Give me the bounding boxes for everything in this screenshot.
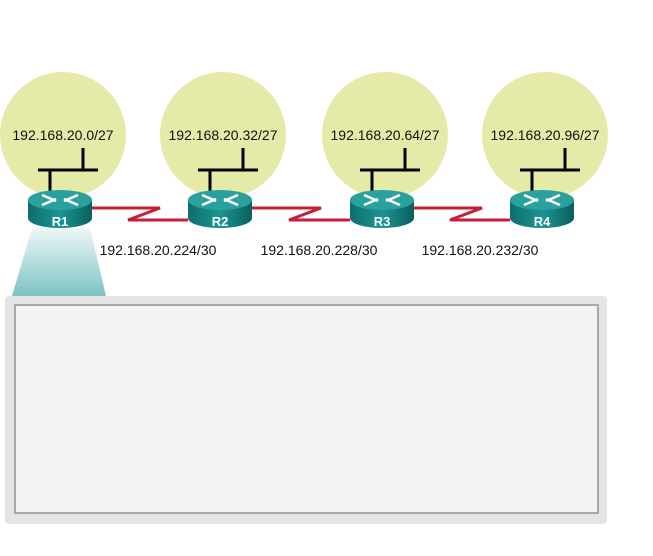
lan-cloud <box>482 72 608 198</box>
router-top <box>510 190 574 210</box>
serial-link-1: 192.168.20.224/30 <box>92 206 217 258</box>
router-r1[interactable]: R1 <box>28 190 92 229</box>
router-label: R1 <box>52 214 69 229</box>
router-top <box>28 190 92 210</box>
router-arrows-icon <box>363 193 401 207</box>
link-subnet-label: 192.168.20.224/30 <box>100 242 217 258</box>
lan-r1: 192.168.20.0/27 <box>0 72 126 198</box>
router-r2[interactable]: R2 <box>188 190 252 229</box>
router-arrows-icon <box>41 193 79 207</box>
lan-switch-bus <box>360 148 420 194</box>
link-subnet-label: 192.168.20.228/30 <box>261 242 378 258</box>
serial-link-2: 192.168.20.228/30 <box>252 206 378 258</box>
lan-cloud <box>160 72 286 198</box>
lan-label: 192.168.20.0/27 <box>12 127 113 143</box>
serial-link-line <box>414 206 510 222</box>
output-panel <box>14 304 599 514</box>
lan-r2: 192.168.20.32/27 <box>160 72 286 198</box>
selection-beam <box>12 228 106 296</box>
lan-cloud <box>0 72 126 198</box>
lan-switch-bus <box>38 148 98 194</box>
router-arrows-icon <box>201 193 239 207</box>
serial-link-3: 192.168.20.232/30 <box>414 206 539 258</box>
lan-r3: 192.168.20.64/27 <box>322 72 448 198</box>
lan-r4: 192.168.20.96/27 <box>482 72 608 198</box>
router-top <box>188 190 252 210</box>
router-label: R3 <box>374 214 391 229</box>
router-top <box>350 190 414 210</box>
serial-link-line <box>92 206 188 222</box>
router-r3[interactable]: R3 <box>350 190 414 229</box>
lan-label: 192.168.20.96/27 <box>491 127 600 143</box>
router-label: R2 <box>212 214 229 229</box>
router-arrows-icon <box>523 193 561 207</box>
lan-label: 192.168.20.64/27 <box>331 127 440 143</box>
router-label: R4 <box>534 214 551 229</box>
lan-switch-bus <box>198 148 258 194</box>
serial-link-line <box>252 206 350 222</box>
router-r4[interactable]: R4 <box>510 190 574 229</box>
lan-switch-bus <box>520 148 580 194</box>
lan-label: 192.168.20.32/27 <box>169 127 278 143</box>
lan-cloud <box>322 72 448 198</box>
link-subnet-label: 192.168.20.232/30 <box>422 242 539 258</box>
